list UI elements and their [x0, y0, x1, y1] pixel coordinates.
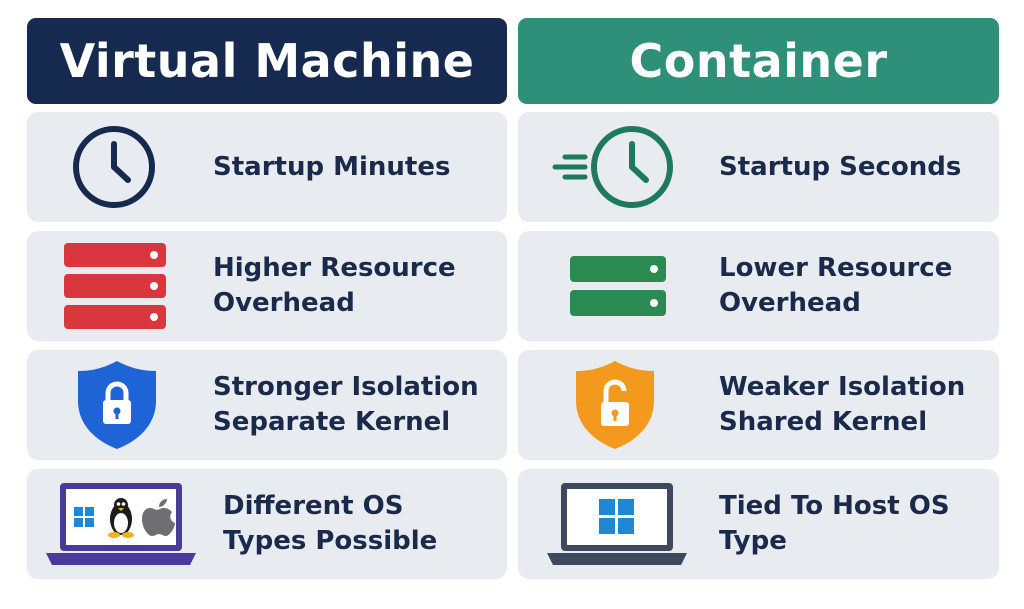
server-stack-icon — [61, 231, 169, 341]
vm-isolation-text: Stronger Isolation Separate Kernel — [213, 350, 497, 460]
vm-startup-line-1: Startup Minutes — [213, 151, 451, 182]
vm-header: Virtual Machine — [27, 18, 507, 104]
container-os-card: Tied To Host OS Type — [518, 469, 999, 579]
vm-resource-line-1: Higher Resource — [213, 253, 456, 283]
clock-icon — [69, 112, 159, 222]
windows-logo-icon — [74, 507, 94, 527]
vm-resource-line-2: Overhead — [213, 288, 355, 318]
vm-resource-card: Higher Resource Overhead — [27, 231, 507, 341]
container-isolation-line-1: Weaker Isolation — [719, 372, 966, 402]
fast-clock-icon — [550, 112, 676, 222]
apple-logo-icon — [142, 499, 175, 536]
container-isolation-text: Weaker Isolation Shared Kernel — [719, 350, 989, 460]
container-isolation-card: Weaker Isolation Shared Kernel — [518, 350, 999, 460]
vm-startup-card: Startup Minutes — [27, 112, 507, 222]
vm-os-line-2: Types Possible — [223, 526, 438, 556]
container-os-line-1: Tied To Host OS Type — [719, 491, 950, 556]
laptop-multi-os-icon — [43, 469, 199, 579]
container-header: Container — [518, 18, 999, 104]
container-resource-text: Lower Resource Overhead — [719, 231, 989, 341]
vm-os-card: Different OS Types Possible — [27, 469, 507, 579]
server-stack-icon — [568, 231, 668, 341]
container-os-text: Tied To Host OS Type — [719, 469, 989, 579]
vm-isolation-line-1: Stronger Isolation — [213, 372, 479, 402]
container-isolation-line-2: Shared Kernel — [719, 407, 928, 437]
container-resource-card: Lower Resource Overhead — [518, 231, 999, 341]
vm-os-line-1: Different OS — [223, 491, 404, 521]
container-title: Container — [629, 34, 888, 88]
windows-logo-icon — [599, 499, 634, 534]
shield-lock-open-icon — [570, 350, 660, 460]
vm-isolation-line-2: Separate Kernel — [213, 407, 451, 437]
vm-os-text: Different OS Types Possible — [223, 469, 497, 579]
vm-isolation-card: Stronger Isolation Separate Kernel — [27, 350, 507, 460]
container-resource-line-1: Lower Resource — [719, 253, 953, 283]
linux-penguin-icon — [108, 498, 134, 538]
vm-title: Virtual Machine — [59, 34, 475, 88]
container-startup-text: Startup Seconds — [719, 112, 989, 222]
container-startup-line-1: Startup Seconds — [719, 151, 962, 182]
container-startup-card: Startup Seconds — [518, 112, 999, 222]
vm-startup-text: Startup Minutes — [213, 112, 497, 222]
shield-lock-closed-icon — [71, 350, 163, 460]
container-resource-line-2: Overhead — [719, 288, 861, 318]
vm-resource-text: Higher Resource Overhead — [213, 231, 497, 341]
laptop-windows-icon — [544, 469, 690, 579]
